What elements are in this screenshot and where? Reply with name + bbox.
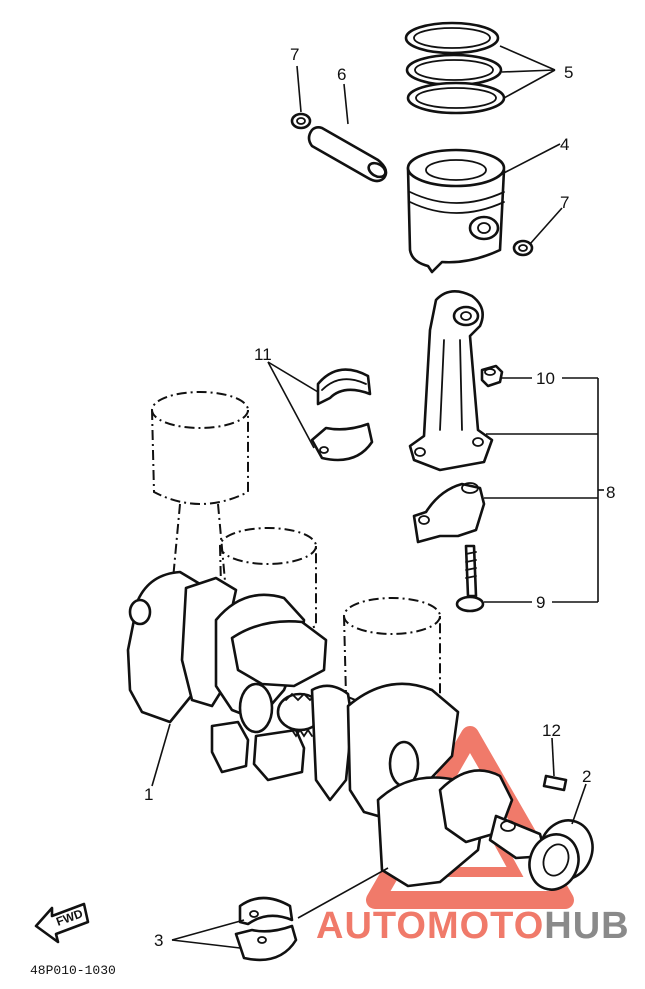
- connecting-rod-bolt: [455, 544, 485, 613]
- callout-7-top: 7: [290, 45, 299, 64]
- watermark-text-grey: HUB: [544, 905, 629, 947]
- callout-9: 9: [536, 593, 545, 612]
- crankshaft: [126, 570, 548, 888]
- main-bearing-upper: [238, 896, 294, 926]
- piston: [406, 148, 506, 274]
- rod-bearing-upper: [316, 368, 372, 406]
- callout-5: 5: [564, 63, 573, 82]
- callout-7-right: 7: [560, 193, 569, 212]
- circlip-right: [512, 239, 534, 257]
- callout-6: 6: [337, 65, 346, 84]
- callout-10: 10: [536, 369, 555, 388]
- oil-seal: [528, 819, 594, 891]
- connecting-rod: [408, 290, 494, 472]
- piston-rings: [404, 21, 506, 115]
- connecting-rod-nut: [480, 364, 504, 388]
- watermark-text-red: AUTOMOTO: [316, 905, 544, 947]
- forward-arrow-icon: [34, 902, 90, 944]
- diagram-code: 48P010-1030: [30, 963, 116, 978]
- piston-pin: [307, 126, 388, 183]
- connecting-rod-cap: [412, 482, 486, 544]
- callout-3: 3: [154, 931, 163, 950]
- callout-8: 8: [606, 483, 615, 502]
- ghost-piston-left: [151, 391, 249, 593]
- main-bearing-lower: [234, 924, 298, 962]
- circlip-top: [290, 112, 312, 130]
- watermark-text: AUTOMOTOHUB: [316, 905, 630, 947]
- rod-bearing-lower: [310, 422, 374, 462]
- callout-2: 2: [582, 767, 591, 786]
- callout-12: 12: [542, 721, 561, 740]
- callout-1: 1: [144, 785, 153, 804]
- leader-lines: [151, 45, 604, 949]
- callout-4: 4: [560, 135, 569, 154]
- callout-11: 11: [254, 345, 272, 364]
- woodruff-key: [542, 774, 568, 792]
